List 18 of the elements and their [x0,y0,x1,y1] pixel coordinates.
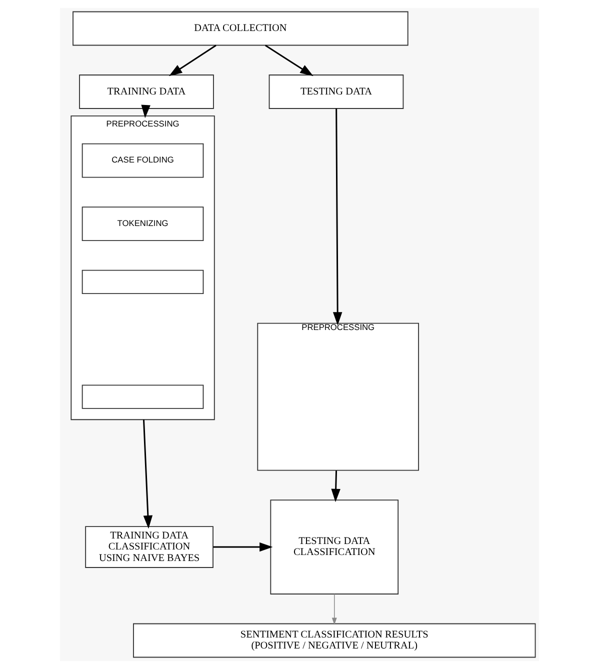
node-box: CASE FOLDING [82,143,204,178]
node-box: TRAINING DATA CLASSIFICATION USING NAIVE BAYES [85,526,214,568]
node-box [82,270,204,294]
arrow [264,44,314,76]
arrow [213,542,273,552]
node-box: SENTIMENT CLASSIFICATION RESULTS (POSITIVE / NEGATIVE / NEUTRAL) [133,623,536,658]
node-box: TOKENIZING [82,206,204,242]
node-box: TESTING DATA CLASSIFICATION [270,500,399,594]
arrow [332,594,337,625]
arrow [168,44,216,76]
arrow [143,420,153,529]
node-box: PREPROCESSING [257,322,420,471]
arrow [332,108,342,326]
node-box [82,384,204,409]
arrow [141,104,150,118]
node-box: DATA COLLECTION [72,11,408,46]
arrow [331,470,340,502]
node-box: TESTING DATA [268,74,404,109]
